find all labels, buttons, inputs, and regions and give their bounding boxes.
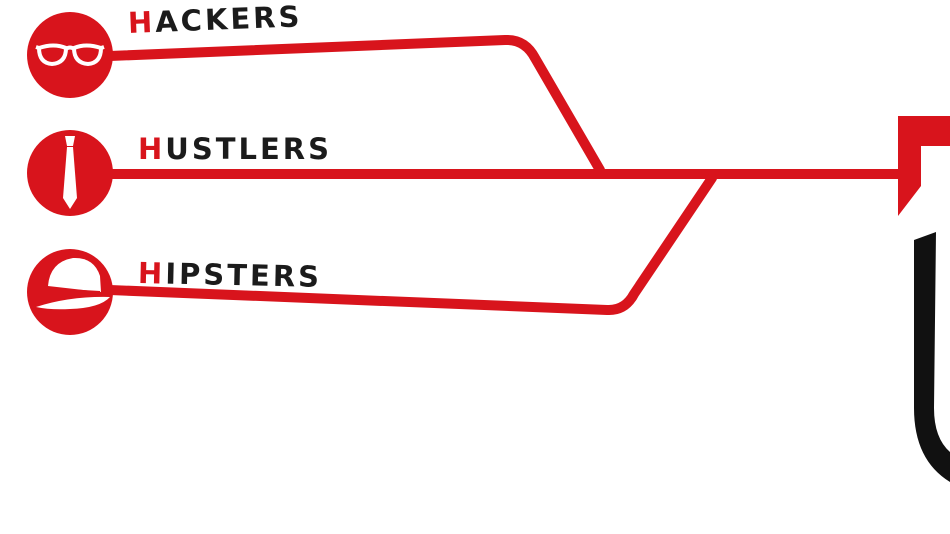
hustlers-badge [27,130,113,216]
logo-dark-curve [914,232,950,482]
hustlers-label-initial: H [138,132,166,166]
connector-lines [105,34,910,316]
glasses-icon [35,43,105,67]
hackers-badge [27,12,113,98]
hackers-label-initial: H [127,4,156,40]
hat-icon [36,257,110,310]
logo-red-block [898,116,950,216]
hustlers-label-rest: USTLERS [165,132,333,166]
hackers-badge-circle [27,12,113,98]
hipsters-label-initial: H [137,256,166,291]
hackers-label-rest: ACKERS [154,0,304,39]
hackers-line [105,34,605,175]
logo-fragment [898,116,950,482]
hipsters-line [105,173,717,316]
hipsters-label: HIPSTERS [137,256,323,294]
hipsters-label-rest: IPSTERS [164,256,323,294]
hackers-label: HACKERS [127,0,304,40]
hipsters-badge [27,249,113,335]
hustlers-label: HUSTLERS [138,135,332,164]
necktie-icon [63,136,77,209]
